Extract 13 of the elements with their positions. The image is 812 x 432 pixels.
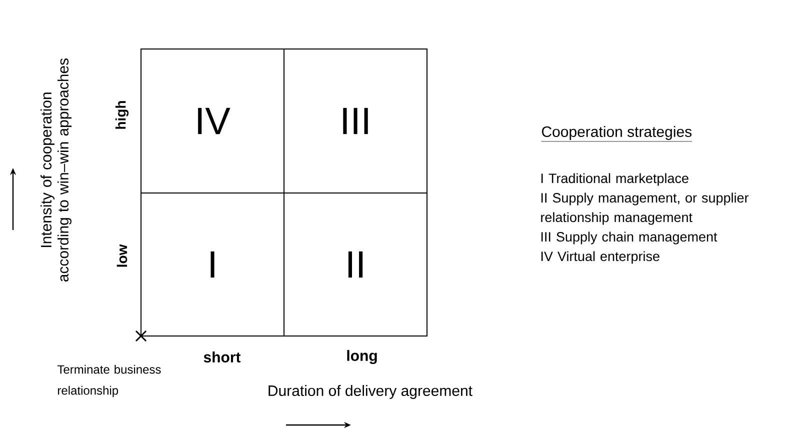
origin-note: Terminate business relationship xyxy=(57,364,161,398)
axis-title: Duration of delivery agreement xyxy=(268,385,472,399)
axis-title: Intensity of cooperation according to win–win approaches xyxy=(40,58,72,282)
legend-item: III Supply chain management xyxy=(541,232,718,244)
quadrant-cell: III xyxy=(284,48,428,194)
quadrant-cell: II xyxy=(284,192,428,336)
legend-heading: Cooperation strategies xyxy=(541,126,692,142)
legend-item: IV Virtual enterprise xyxy=(541,251,660,264)
legend-item: II Supply management, or supplier relationship management xyxy=(541,192,749,225)
axis-value: low xyxy=(116,244,128,267)
legend-item: I Traditional marketplace xyxy=(541,173,688,186)
quadrant-cell: I xyxy=(140,192,284,336)
quadrant-cell: IV xyxy=(140,48,284,194)
